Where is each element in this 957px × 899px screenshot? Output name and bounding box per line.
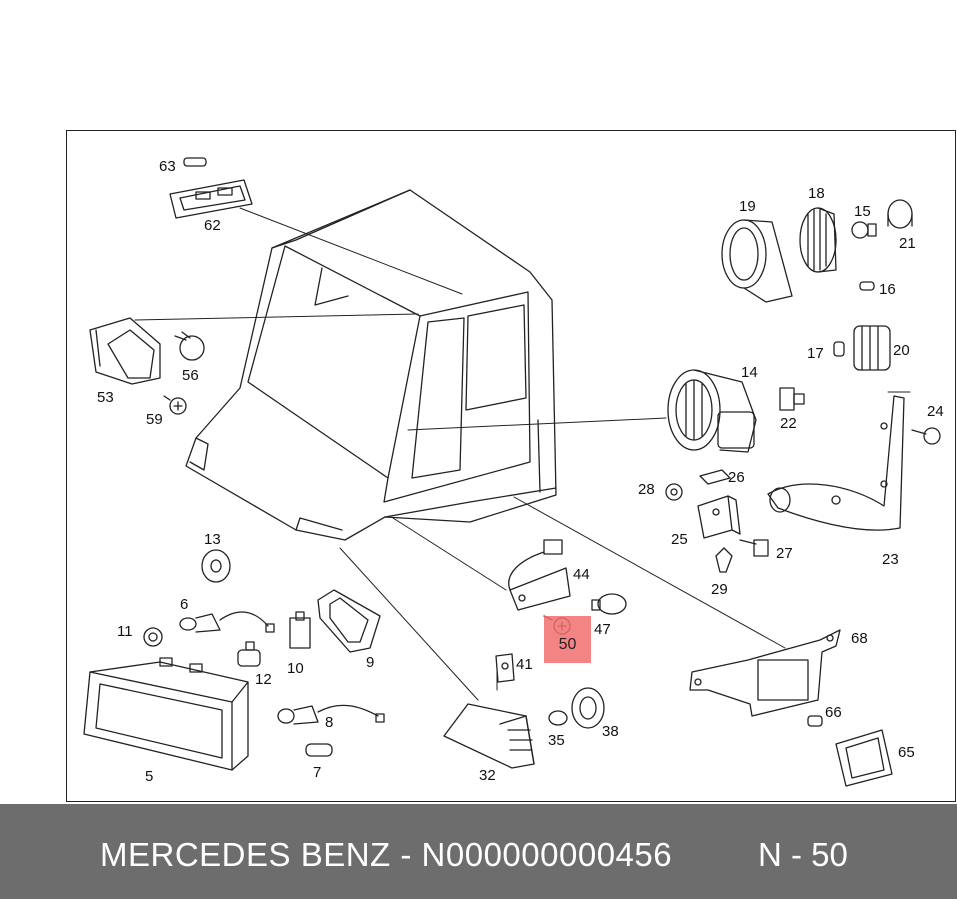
part-15-bulb: [851, 221, 877, 239]
part-21-cap: [887, 199, 913, 229]
part-53-marker-lamp: [89, 317, 161, 385]
label-62: 62: [204, 217, 221, 234]
part-27-bolt: [739, 539, 769, 557]
label-5: 5: [145, 768, 153, 785]
label-38: 38: [602, 723, 619, 740]
label-63: 63: [159, 158, 176, 175]
part-13-grommet: [201, 549, 231, 583]
part-68-bracket: [689, 629, 841, 717]
label-20: 20: [893, 342, 910, 359]
label-66: 66: [825, 704, 842, 721]
part-labels: 5 6 7 8 9 10 11 12 13 14 15 16 17 18 19 …: [97, 158, 944, 785]
label-10: 10: [287, 660, 304, 677]
part-56-bulb: [174, 331, 205, 361]
label-13: 13: [204, 531, 221, 548]
part-18-lamp-insert: [799, 207, 837, 273]
part-29-clip: [715, 547, 733, 573]
leader-lines: [134, 207, 911, 701]
diagram-frame: [66, 130, 956, 802]
part-17-bulb: [833, 341, 845, 357]
label-12: 12: [255, 671, 272, 688]
part-44-lamp: [508, 539, 571, 611]
label-24: 24: [927, 403, 944, 420]
part-32-indicator: [443, 703, 535, 769]
label-65: 65: [898, 744, 915, 761]
part-22-connector: [779, 387, 805, 411]
part-47-bulb: [591, 593, 627, 615]
part-38-socket: [571, 687, 605, 729]
part-28-washer: [665, 483, 683, 501]
label-29: 29: [711, 581, 728, 598]
label-21: 21: [899, 235, 916, 252]
part-25-bracket: [697, 495, 741, 539]
label-23: 23: [882, 551, 899, 568]
part-5-headlamp: [83, 657, 249, 771]
label-16: 16: [879, 281, 896, 298]
label-17: 17: [807, 345, 824, 362]
label-59: 59: [146, 411, 163, 428]
brand-part-number: MERCEDES BENZ - N000000000456: [100, 836, 673, 873]
label-44: 44: [573, 566, 590, 583]
truck-cab: [185, 189, 557, 541]
label-18: 18: [808, 185, 825, 202]
label-47: 47: [594, 621, 611, 638]
position-number: N - 50: [758, 836, 848, 873]
part-62-roof-lamp: [169, 179, 253, 219]
highlight-marker: [544, 616, 591, 663]
part-26-plate: [699, 469, 731, 485]
label-27: 27: [776, 545, 793, 562]
part-11-nut: [143, 627, 163, 647]
label-22: 22: [780, 415, 797, 432]
part-63-bulb: [183, 157, 207, 167]
label-15: 15: [854, 203, 871, 220]
label-53: 53: [97, 389, 114, 406]
part-8-bulb: [277, 704, 385, 725]
part-41-bracket: [495, 653, 515, 683]
part-23-mirror-arm: [767, 395, 905, 531]
part-24-screw: [911, 427, 941, 445]
label-8: 8: [325, 714, 333, 731]
label-7: 7: [313, 764, 321, 781]
part-35-bulb: [548, 710, 568, 726]
part-10-connector: [289, 611, 311, 649]
part-19-lamp-housing: [721, 219, 793, 303]
label-26: 26: [728, 469, 745, 486]
part-66-bulb: [807, 715, 823, 727]
part-7-bulb: [305, 743, 333, 757]
part-6-headlamp-bulb: [179, 611, 275, 633]
label-50-highlighted: 50: [558, 636, 577, 653]
label-14: 14: [741, 364, 758, 381]
parts-diagram: 5 6 7 8 9 10 11 12 13 14 15 16 17 18 19 …: [83, 157, 944, 787]
part-20-lamp: [853, 325, 891, 371]
part-16-bulb: [859, 281, 875, 291]
part-12-socket: [237, 641, 261, 667]
label-41: 41: [516, 656, 533, 673]
part-59-screw: [163, 395, 187, 415]
part-9-gasket: [317, 589, 381, 653]
label-32: 32: [479, 767, 496, 784]
part-65-lamp: [835, 729, 893, 787]
label-68: 68: [851, 630, 868, 647]
label-25: 25: [671, 531, 688, 548]
label-11: 11: [117, 623, 133, 640]
label-56: 56: [182, 367, 199, 384]
label-35: 35: [548, 732, 565, 749]
label-9: 9: [366, 654, 374, 671]
label-6: 6: [180, 596, 188, 613]
part-14-lamp: [667, 369, 757, 453]
footer-bar: MERCEDES BENZ - N000000000456 N - 50: [0, 804, 957, 899]
label-19: 19: [739, 198, 756, 215]
label-28: 28: [638, 481, 655, 498]
